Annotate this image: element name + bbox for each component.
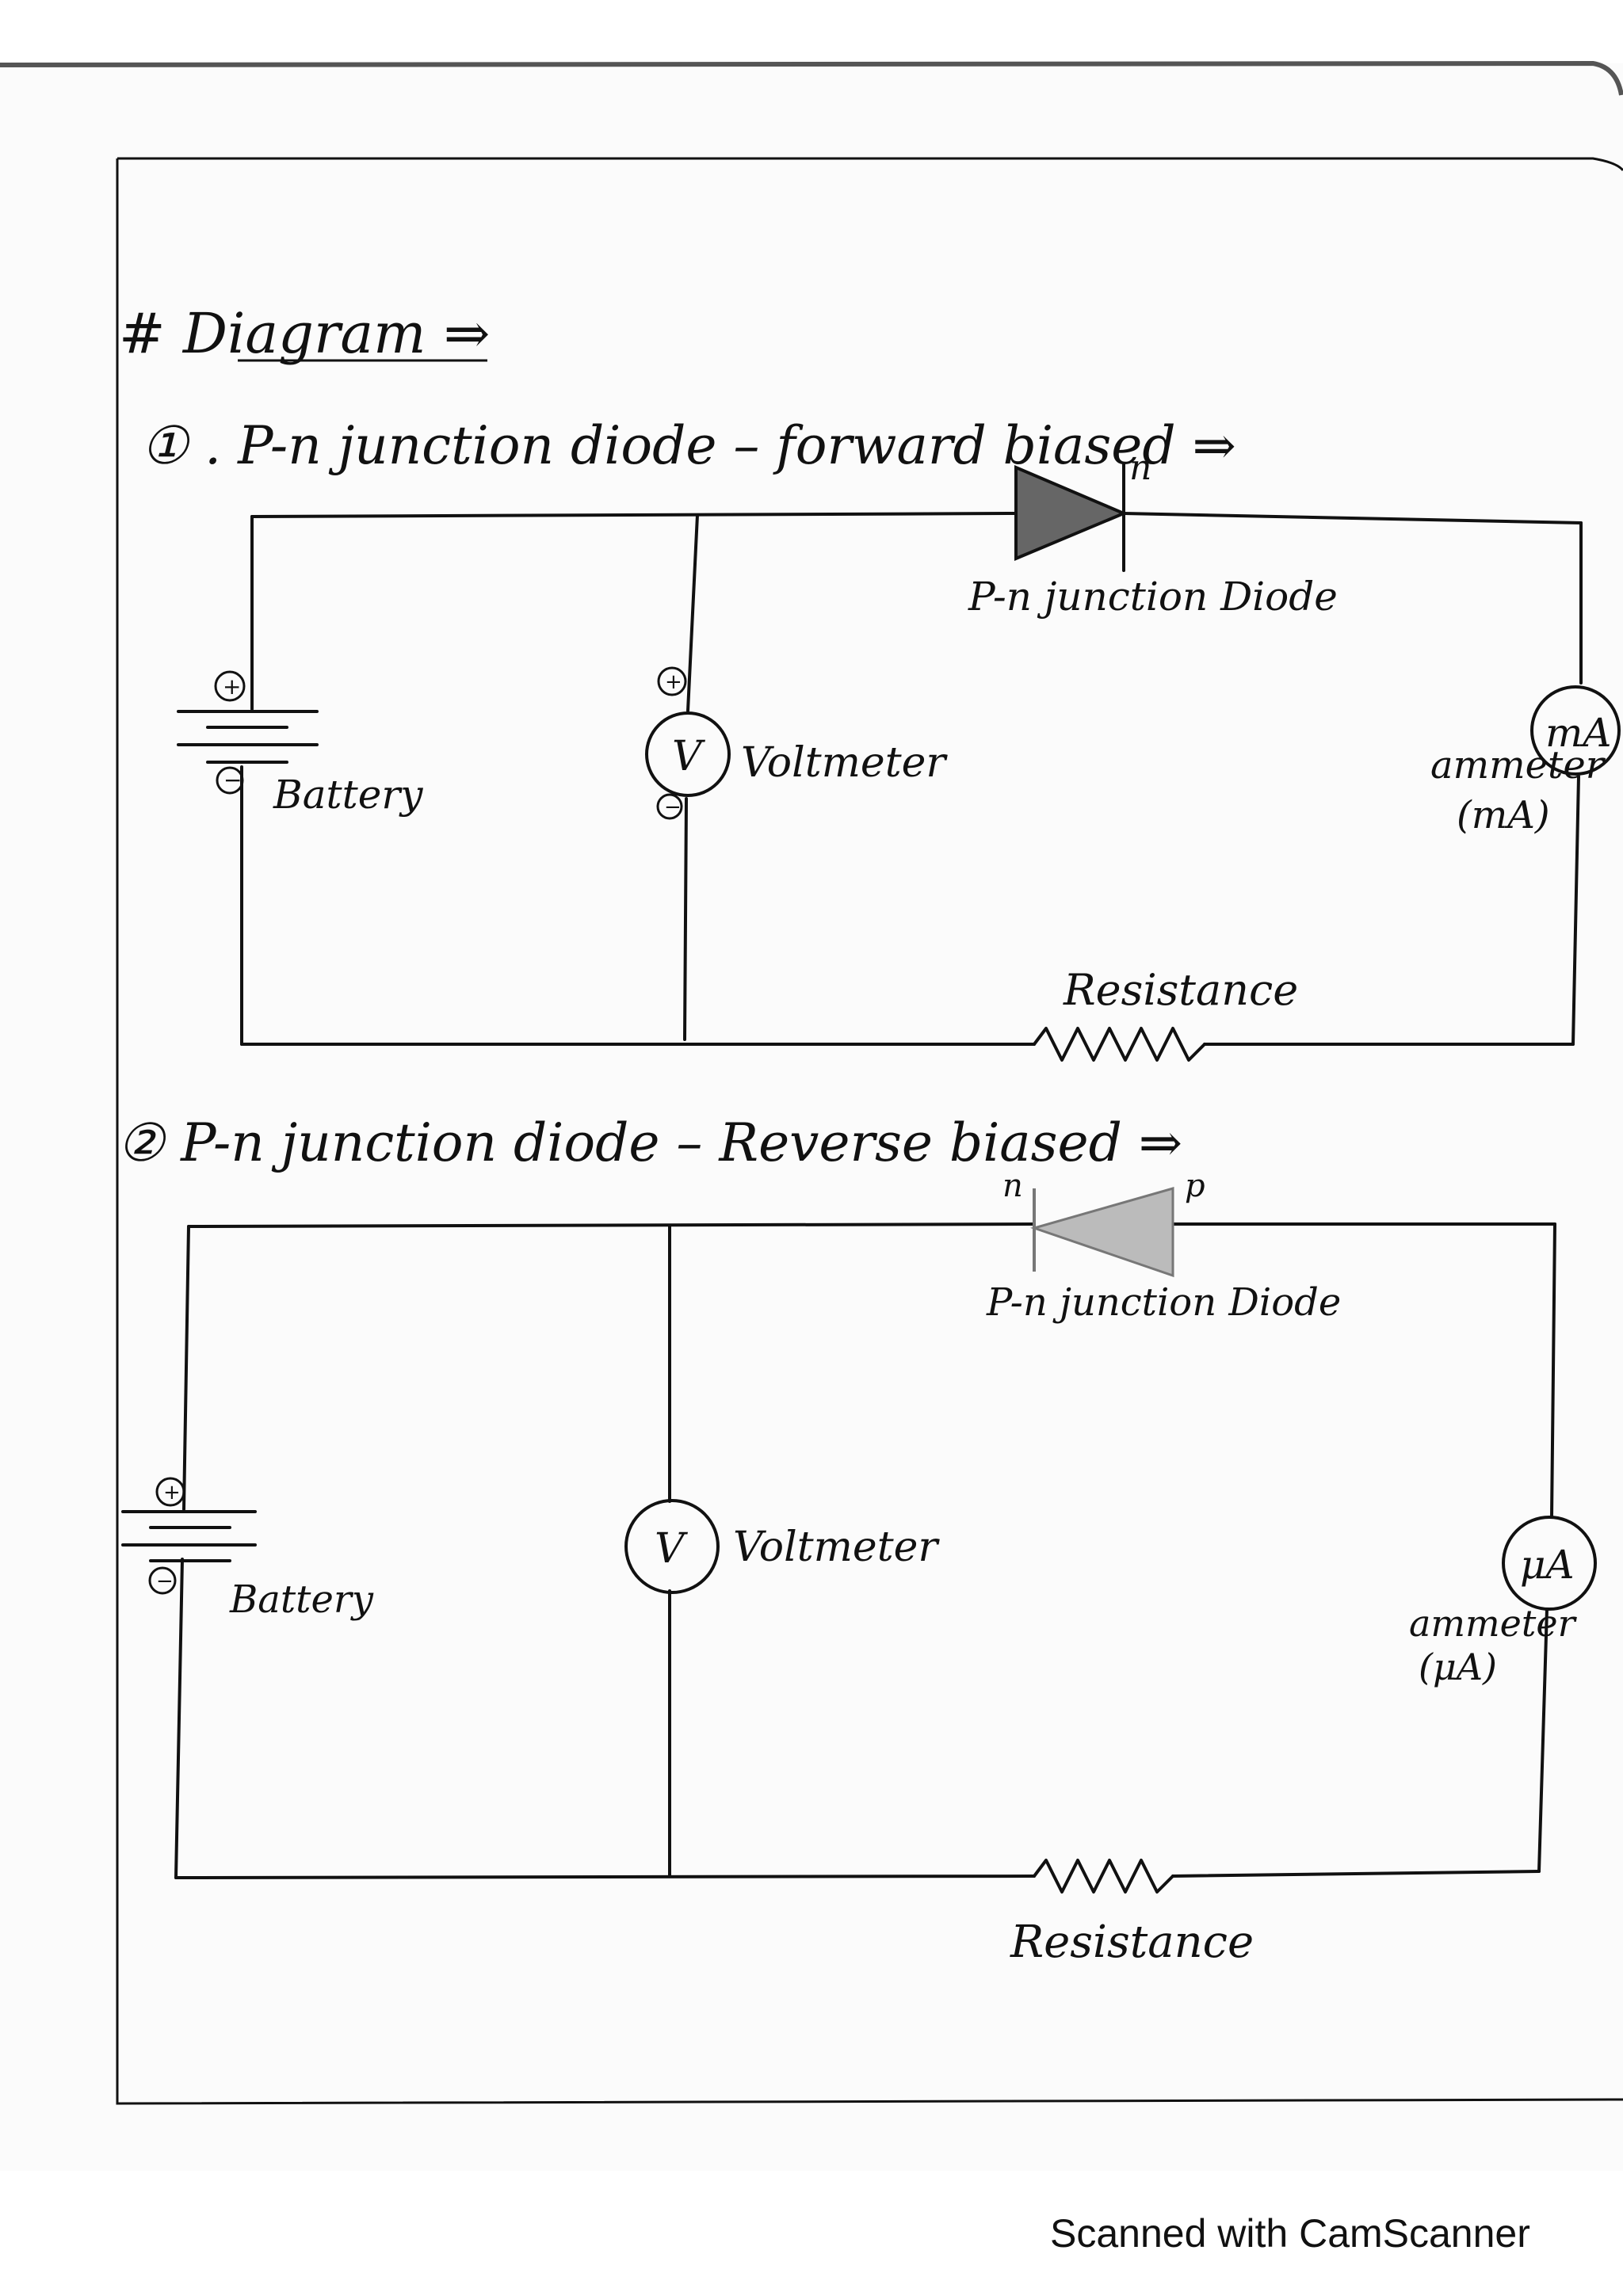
fwd-battery-minus-sign: [216, 766, 244, 795]
rev-bottom-wire-left: [174, 1875, 1036, 1879]
rev-left-wire-top: [182, 1225, 190, 1511]
rev-voltmeter-symbol: V: [655, 1525, 688, 1573]
rev-right-wire-top: [1550, 1222, 1556, 1519]
fwd-ammeter-symbol: mA: [1545, 710, 1612, 756]
fwd-voltmeter-symbol: V: [672, 733, 705, 780]
notebook-top-edge: [0, 60, 1623, 96]
rev-battery-minus-sign: [148, 1566, 177, 1595]
rev-voltmeter-label: Voltmeter: [733, 1524, 940, 1571]
fwd-diode-n-label: n: [1129, 448, 1151, 488]
fwd-battery-plus-sign: [214, 670, 246, 702]
fwd-voltmeter-label: Voltmeter: [741, 739, 948, 787]
rev-battery-plus-text: +: [163, 1481, 181, 1505]
fwd-voltmeter-plus-text: +: [665, 670, 682, 694]
rev-battery-label: Battery: [229, 1577, 374, 1622]
rev-battery-symbol: [121, 1510, 257, 1562]
rev-resistor-symbol: [1033, 1859, 1174, 1894]
fwd-battery-plus-text: +: [223, 673, 241, 700]
fwd-diode-label: P-n junction Diode: [968, 574, 1338, 620]
rev-diode-label: P-n junction Diode: [986, 1280, 1341, 1325]
fwd-resistance-label: Resistance: [1063, 965, 1298, 1015]
fwd-ammeter-label: ammeter: [1430, 743, 1606, 788]
fwd-voltmeter-minus-text: −: [664, 795, 682, 819]
rev-left-wire-bottom: [174, 1558, 184, 1879]
page-frame: [116, 157, 1623, 2105]
fwd-voltmeter-circle: [645, 711, 731, 797]
fwd-voltmeter-plus-sign: [657, 666, 687, 696]
rev-voltmeter-circle: [624, 1499, 720, 1594]
fwd-voltmeter-wire-top: [686, 513, 699, 712]
rev-bottom-wire-right: [1171, 1870, 1541, 1878]
fwd-top-wire-right: [1122, 512, 1583, 524]
rev-battery-minus-text: −: [156, 1569, 174, 1593]
forward-bias-title: ① . P-n junction diode – forward biased …: [141, 415, 1236, 476]
rev-diode-symbol: [1029, 1187, 1174, 1278]
diagram-heading: # Diagram ⇒: [119, 301, 490, 366]
fwd-battery-symbol: [177, 710, 319, 764]
fwd-ammeter-unit: (mA): [1457, 793, 1550, 837]
rev-ammeter-symbol: μA: [1520, 1542, 1575, 1588]
fwd-diode-symbol: [1014, 462, 1128, 572]
rev-ammeter-unit: (μA): [1419, 1646, 1497, 1688]
fwd-top-wire-left: [250, 512, 1018, 518]
rev-resistance-label: Resistance: [1010, 1917, 1254, 1968]
fwd-battery-minus-text: −: [223, 767, 242, 793]
forward-bias-circuit: n P-n junction Diode + − Battery V + − V…: [177, 448, 1621, 1062]
notebook-page: [0, 63, 1623, 2171]
rev-ammeter-label: ammeter: [1409, 1602, 1578, 1645]
fwd-resistor-symbol: [1033, 1027, 1206, 1062]
rev-diode-p-label: p: [1185, 1168, 1205, 1204]
rev-battery-plus-sign: [155, 1477, 185, 1507]
reverse-bias-circuit: n p P-n junction Diode + − Battery V Vol…: [121, 1168, 1597, 1968]
fwd-voltmeter-minus-sign: [656, 793, 683, 820]
fwd-ammeter-circle: [1530, 685, 1621, 776]
fwd-battery-label: Battery: [273, 772, 423, 818]
rev-diode-n-label: n: [1002, 1168, 1023, 1204]
rev-right-wire-bottom: [1537, 1608, 1549, 1873]
rev-top-wire-left: [187, 1222, 1036, 1228]
reverse-bias-title: ② P-n junction diode – Reverse biased ⇒: [117, 1112, 1182, 1173]
fwd-voltmeter-wire-bottom: [683, 797, 688, 1041]
rev-ammeter-circle: [1502, 1516, 1597, 1611]
scanner-watermark: Scanned with CamScanner: [1050, 2211, 1530, 2256]
fwd-right-wire-bottom: [1571, 775, 1580, 1046]
